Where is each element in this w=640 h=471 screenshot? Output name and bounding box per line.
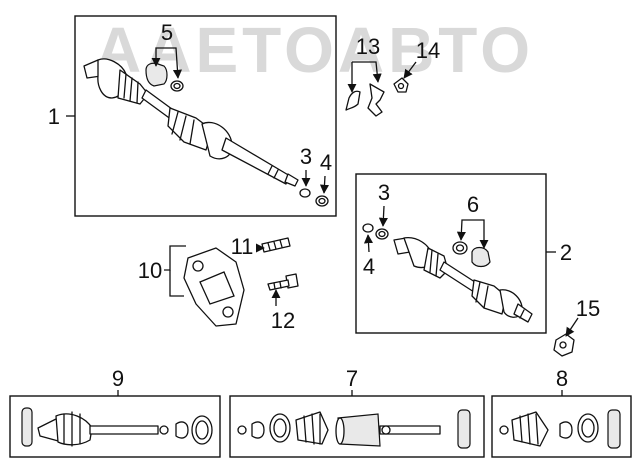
box-assembly-2 [355, 173, 547, 334]
callout-2: 2 [560, 240, 572, 265]
callout-4a: 4 [320, 150, 332, 175]
callout-5: 5 [161, 20, 173, 45]
joint-kit-9 [21, 407, 213, 447]
boot-kit-7 [237, 409, 471, 449]
ring-part-3a [299, 188, 311, 198]
bushing-part-5 [145, 62, 184, 92]
callout-14: 14 [416, 38, 440, 63]
drive-shaft-assembly-1 [83, 58, 299, 187]
callout-11: 11 [231, 234, 254, 259]
ring-part-4b [362, 223, 374, 233]
callout-9: 9 [112, 366, 124, 391]
callout-3b: 3 [378, 180, 390, 205]
nut-part-15 [553, 333, 575, 357]
callout-4b: 4 [363, 254, 375, 279]
leader-lines [66, 47, 579, 396]
box-kit-7 [229, 395, 485, 458]
callout-6: 6 [467, 192, 479, 217]
boot-kit-8 [499, 409, 621, 449]
callout-7: 7 [346, 366, 358, 391]
callout-15: 15 [576, 296, 600, 321]
support-bracket-part-10 [183, 247, 245, 327]
bolt-part-12 [267, 273, 299, 291]
callout-10: 10 [138, 258, 162, 283]
bushing-part-6 [452, 241, 491, 268]
box-kit-9 [9, 395, 221, 458]
callout-3a: 3 [300, 144, 312, 169]
callout-1: 1 [48, 104, 60, 129]
drive-shaft-assembly-2 [393, 237, 533, 323]
callout-12: 12 [271, 308, 295, 333]
stud-part-11 [261, 237, 291, 253]
callout-13: 13 [356, 34, 380, 59]
bracket-part-13 [345, 83, 385, 117]
callout-8: 8 [556, 366, 568, 391]
nut-part-14 [393, 77, 409, 93]
